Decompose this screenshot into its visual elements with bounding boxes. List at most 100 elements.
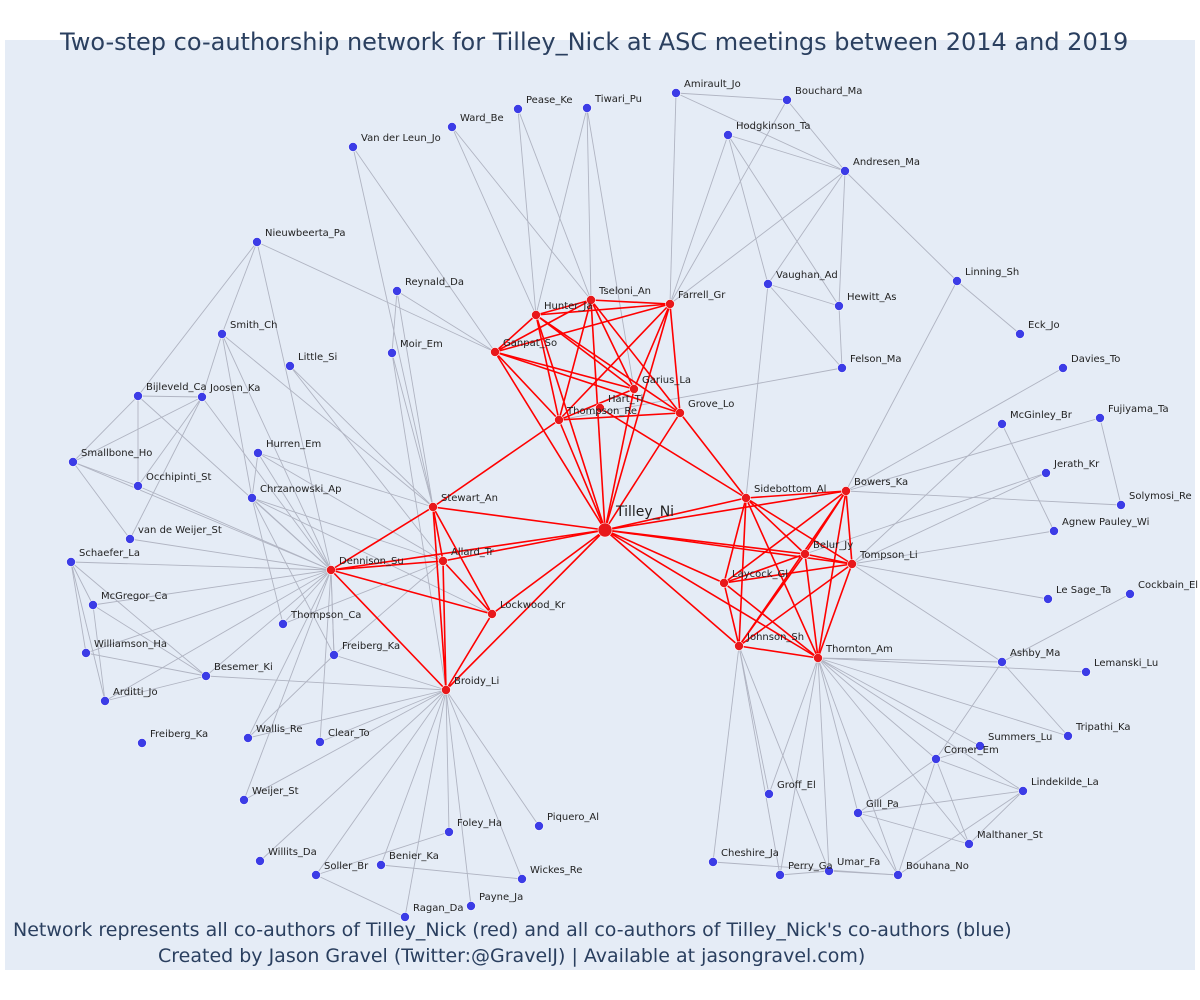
node-fujiyama-ta[interactable] (1095, 413, 1105, 423)
node-reynald-da[interactable] (392, 286, 402, 296)
node-van-de-weijer-st[interactable] (125, 534, 135, 544)
node-allard-tr[interactable] (438, 556, 448, 566)
node-ragan-da[interactable] (400, 912, 410, 922)
node-laycock-gl[interactable] (719, 578, 729, 588)
node-williamson-ha[interactable] (81, 648, 91, 658)
node-lindekilde-la[interactable] (1018, 786, 1028, 796)
node-stewart-an[interactable] (428, 502, 438, 512)
node-freiberg-ka-2[interactable] (137, 738, 147, 748)
node-grove-lo[interactable] (675, 408, 685, 418)
node-belur-jy[interactable] (800, 549, 810, 559)
node-gill-pa[interactable] (853, 808, 863, 818)
node-payne-ja[interactable] (466, 901, 476, 911)
node-schaefer-la[interactable] (66, 557, 76, 567)
edge-thornton-am-umar-fa (817, 657, 830, 872)
node-bouchard-ma[interactable] (782, 95, 792, 105)
node-ashby-ma[interactable] (997, 657, 1007, 667)
node-farrell-gr[interactable] (665, 299, 675, 309)
node-bouhana-no[interactable] (893, 870, 903, 880)
node-smallbone-ho[interactable] (68, 457, 78, 467)
node-smith-ch[interactable] (217, 329, 227, 339)
node-hodgkinson-ta[interactable] (723, 130, 733, 140)
node-weijer-st[interactable] (239, 795, 249, 805)
node-soller-br[interactable] (311, 870, 321, 880)
node-felson-ma[interactable] (837, 363, 847, 373)
node-joosen-ka[interactable] (197, 392, 207, 402)
edge-sidebottom-al-belur-jy (745, 497, 806, 555)
node-corner-em[interactable] (931, 754, 941, 764)
node-occhipinti-st[interactable] (133, 481, 143, 491)
node-davies-to[interactable] (1058, 363, 1068, 373)
node-hewitt-as[interactable] (834, 301, 844, 311)
edge-schaefer-la-besemer-ki (70, 561, 207, 677)
node-johnson-sh[interactable] (734, 641, 744, 651)
edge-tilley-ni-lockwood-kr (491, 529, 606, 615)
edge-bowers-ka-laycock-gl (723, 490, 847, 584)
edge-wallis-re-freiberg-ka (247, 654, 335, 739)
edge-tompson-li-thornton-am (817, 563, 853, 659)
node-hart-ti[interactable] (595, 403, 605, 413)
node-foley-ha[interactable] (444, 827, 454, 837)
node-mcgregor-ca[interactable] (88, 600, 98, 610)
node-umar-fa[interactable] (824, 866, 834, 876)
node-chrzanowski-ap[interactable] (247, 493, 257, 503)
node-groff-el[interactable] (764, 789, 774, 799)
node-pease-ke[interactable] (513, 104, 523, 114)
node-piquero-al[interactable] (534, 821, 544, 831)
node-benier-ka[interactable] (376, 860, 386, 870)
edge-lockwood-kr-chrzanowski-ap (251, 497, 493, 615)
node-bijleveld-ca[interactable] (133, 391, 143, 401)
node-eck-jo[interactable] (1015, 329, 1025, 339)
node-jerath-kr[interactable] (1041, 468, 1051, 478)
node-tilley-ni[interactable] (597, 522, 613, 538)
node-solymosi-re[interactable] (1116, 500, 1126, 510)
node-amirault-jo[interactable] (671, 88, 681, 98)
node-wickes-re[interactable] (517, 874, 527, 884)
edge-corner-em-summers-lu (935, 745, 981, 760)
node-thornton-am[interactable] (813, 653, 823, 663)
node-dennison-su[interactable] (326, 565, 336, 575)
node-garius-la[interactable] (629, 384, 639, 394)
node-summers-lu[interactable] (975, 741, 985, 751)
edge-grove-lo-sidebottom-al (679, 412, 747, 499)
node-lockwood-kr[interactable] (487, 609, 497, 619)
node-hurren-em[interactable] (253, 448, 263, 458)
node-freiberg-ka[interactable] (329, 650, 339, 660)
label-smallbone-ho: Smallbone_Ho (81, 448, 152, 459)
node-cockbain-el[interactable] (1125, 589, 1135, 599)
node-cheshire-ja[interactable] (708, 857, 718, 867)
label-joosen-ka: Joosen_Ka (209, 383, 260, 394)
node-agnew-pauley-wi[interactable] (1049, 526, 1059, 536)
node-ganpat-so[interactable] (490, 347, 500, 357)
node-vaughan-ad[interactable] (763, 279, 773, 289)
node-besemer-ki[interactable] (201, 671, 211, 681)
node-ward-be[interactable] (447, 122, 457, 132)
node-tiwari-pu[interactable] (582, 103, 592, 113)
node-tseloni-an[interactable] (586, 295, 596, 305)
node-thompson-ca[interactable] (278, 619, 288, 629)
node-andresen-ma[interactable] (840, 166, 850, 176)
node-linning-sh[interactable] (952, 276, 962, 286)
node-clear-to[interactable] (315, 737, 325, 747)
node-tompson-li[interactable] (847, 559, 857, 569)
node-thompson-re[interactable] (554, 415, 564, 425)
node-wallis-re[interactable] (243, 733, 253, 743)
node-perry-ga[interactable] (775, 870, 785, 880)
node-bowers-ka[interactable] (841, 486, 851, 496)
node-mcginley-br[interactable] (997, 419, 1007, 429)
node-broidy-li[interactable] (441, 685, 451, 695)
node-hunter-ja[interactable] (531, 310, 541, 320)
node-nieuwbeerta-pa[interactable] (252, 237, 262, 247)
node-willits-da[interactable] (255, 856, 265, 866)
node-van-der-leun-jo[interactable] (348, 142, 358, 152)
node-little-si[interactable] (285, 361, 295, 371)
node-arditti-jo[interactable] (100, 696, 110, 706)
node-tripathi-ka[interactable] (1063, 731, 1073, 741)
node-le-sage-ta[interactable] (1043, 594, 1053, 604)
node-sidebottom-al[interactable] (741, 493, 751, 503)
node-lemanski-lu[interactable] (1081, 667, 1091, 677)
label-summers-lu: Summers_Lu (988, 732, 1052, 743)
node-moir-em[interactable] (387, 348, 397, 358)
node-malthaner-st[interactable] (964, 839, 974, 849)
